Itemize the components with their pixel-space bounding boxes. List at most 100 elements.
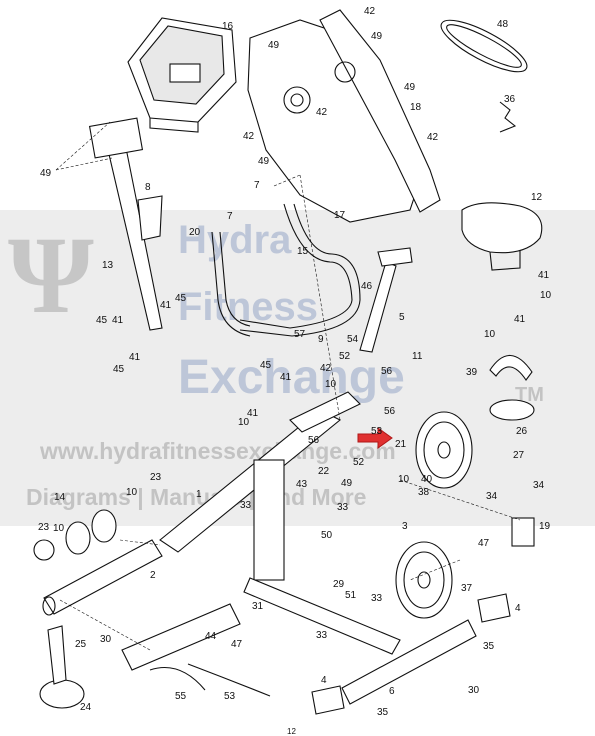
callout-49f: 49: [341, 478, 353, 489]
callout-58: 53: [371, 426, 383, 437]
callout-29: 29: [333, 579, 345, 590]
callout-49e: 49: [40, 168, 52, 179]
callout-56: 56: [381, 366, 393, 377]
callout-8: 8: [145, 182, 151, 193]
callout-6: 6: [389, 686, 395, 697]
callout-34b: 34: [486, 491, 498, 502]
callout-54: 54: [347, 334, 359, 345]
callout-45c: 45: [113, 364, 125, 375]
callout-14: 14: [54, 492, 66, 503]
callout-25: 25: [75, 639, 87, 650]
callout-46: 46: [361, 281, 373, 292]
callout-5: 5: [399, 312, 405, 323]
callout-42c: 42: [243, 131, 255, 142]
callout-16: 16: [222, 21, 234, 32]
callout-56c: 56: [308, 435, 320, 446]
callout-33b: 33: [337, 502, 349, 513]
callout-49d: 49: [258, 156, 270, 167]
callout-7: 7: [254, 180, 260, 191]
callout-20: 20: [189, 227, 201, 238]
callout-41g: 41: [247, 408, 259, 419]
page-number: 12: [287, 727, 296, 736]
callout-50: 50: [321, 530, 333, 541]
wheel-part: [65, 521, 91, 555]
callout-27: 27: [513, 450, 525, 461]
callout-10: 10: [540, 290, 552, 301]
callout-24: 24: [80, 702, 92, 713]
shroud-part: [247, 9, 441, 223]
bearing-set-part: [121, 603, 241, 671]
callout-31: 31: [252, 601, 264, 612]
bracket-part: [511, 517, 535, 547]
watermark-trademark: TM: [515, 384, 544, 406]
callout-53: 53: [224, 691, 236, 702]
flywheel-part: [395, 541, 453, 619]
callout-42e: 42: [320, 363, 332, 374]
callout-35b: 35: [377, 707, 389, 718]
callout-10e: 10: [398, 474, 410, 485]
callout-41f: 41: [280, 372, 292, 383]
callout-45b: 45: [96, 315, 108, 326]
handlebar-part: [239, 203, 353, 329]
callout-12: 12: [531, 192, 543, 203]
pedal-part: [39, 679, 85, 709]
callout-49: 49: [371, 31, 383, 42]
callout-48: 48: [497, 19, 509, 30]
callout-30: 30: [100, 634, 112, 645]
callout-52b: 52: [353, 457, 365, 468]
callout-55: 55: [175, 691, 187, 702]
callout-10b: 10: [484, 329, 496, 340]
callout-49c: 49: [404, 82, 416, 93]
callout-10g: 10: [53, 523, 65, 534]
front-stabilizer-part: [43, 539, 163, 615]
callout-4: 4: [515, 603, 521, 614]
callout-33: 33: [240, 500, 252, 511]
callout-42b: 42: [316, 107, 328, 118]
watermark-brand-line1: Hydra: [178, 218, 292, 262]
callout-33c: 33: [371, 593, 383, 604]
callout-41c: 41: [514, 314, 526, 325]
callout-42d: 42: [427, 132, 439, 143]
callout-7b: 7: [227, 211, 233, 222]
callout-36: 36: [504, 94, 516, 105]
callout-17: 17: [334, 210, 346, 221]
leader-lines: [55, 121, 521, 651]
callout-10c: 10: [325, 379, 337, 390]
callout-52: 52: [339, 351, 351, 362]
callout-11: 11: [412, 351, 423, 362]
callout-43: 43: [296, 479, 308, 490]
bottle-holder-part: [137, 195, 163, 241]
callout-10d: 10: [238, 417, 250, 428]
callout-10f: 10: [126, 487, 138, 498]
callout-41d: 41: [112, 315, 124, 326]
callout-39: 39: [466, 367, 478, 378]
callout-3: 3: [402, 521, 408, 532]
callout-23b: 23: [38, 522, 50, 533]
seat-part: [461, 202, 543, 254]
callout-9: 9: [318, 334, 324, 345]
callout-41b: 41: [160, 300, 172, 311]
seat-post-part: [359, 261, 397, 353]
watermark-tagline: Diagrams | Manuals | And More: [26, 484, 367, 510]
callout-19: 19: [539, 521, 551, 532]
callout-44: 44: [205, 631, 217, 642]
callout-21: 21: [395, 439, 407, 450]
watermark-url: www.hydrafitnessexchange.com: [40, 438, 396, 464]
callout-34: 34: [533, 480, 545, 491]
callout-49b: 49: [268, 40, 280, 51]
highlight-arrow: [357, 427, 393, 449]
callout-51: 51: [345, 590, 357, 601]
callout-57: 57: [294, 329, 306, 340]
wire-part: [499, 101, 517, 133]
callout-30b: 30: [468, 685, 480, 696]
console-part: [127, 17, 237, 133]
callout-41e: 41: [129, 352, 141, 363]
main-frame-part: [159, 409, 342, 553]
callout-23: 23: [150, 472, 162, 483]
upright-tube-part: [107, 147, 163, 331]
callout-18: 18: [410, 102, 422, 113]
callout-13: 13: [102, 260, 114, 271]
callout-45d: 45: [260, 360, 272, 371]
rear-stabilizer-part: [341, 619, 477, 705]
